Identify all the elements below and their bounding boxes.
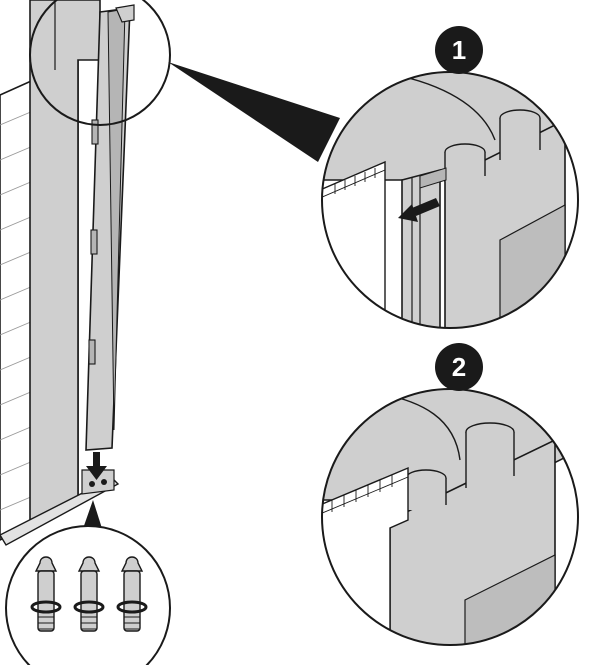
- base-rail: [0, 469, 120, 546]
- step-2-badge: 2: [435, 343, 483, 391]
- step-1-number: 1: [452, 35, 466, 65]
- step-2-number: 2: [452, 352, 466, 382]
- pin-fastener-icon: [30, 556, 62, 632]
- detail-step-2: 2: [321, 343, 579, 646]
- callout-source-circle: [29, 0, 340, 162]
- fastener-callout: [5, 500, 171, 665]
- arrow-left-icon: [398, 198, 440, 222]
- detail-step-1: 1: [321, 26, 579, 329]
- panel-assembly: [0, 0, 135, 546]
- vertical-rail: [85, 4, 135, 451]
- step-1-badge: 1: [435, 26, 483, 74]
- pin-fastener-icon: [73, 556, 105, 632]
- arrow-down-icon: [86, 452, 107, 480]
- pin-fastener-icon: [116, 556, 148, 632]
